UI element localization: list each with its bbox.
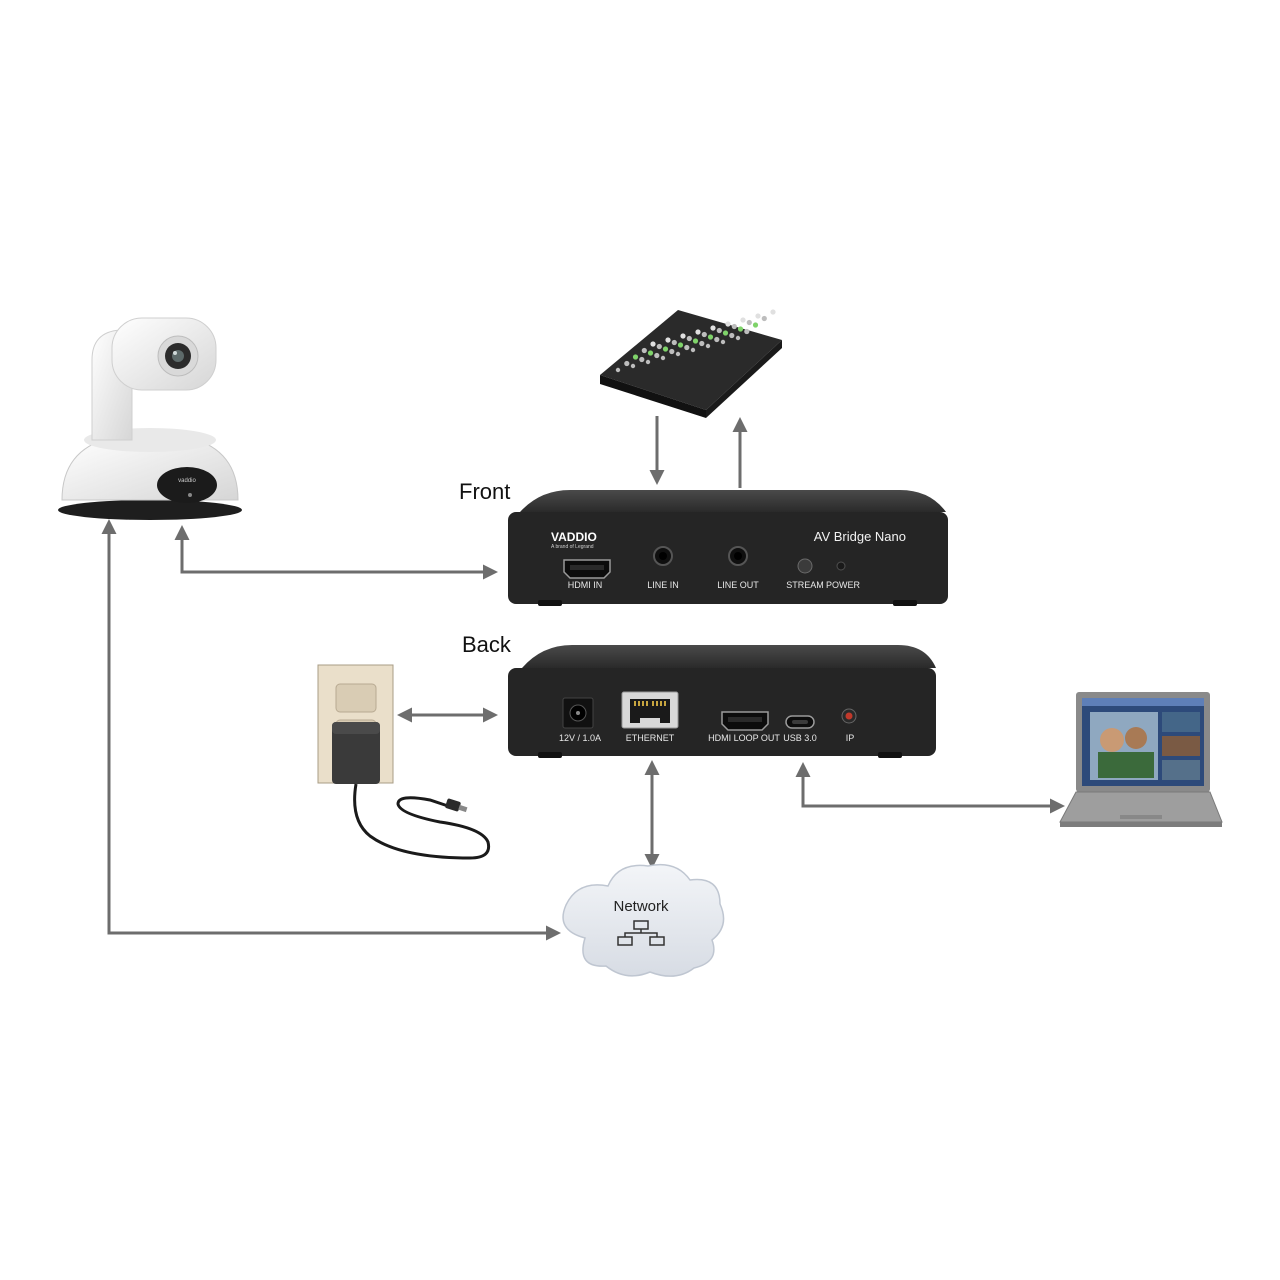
mixer-knob (710, 325, 716, 331)
mixer-knob (699, 340, 705, 347)
mixer-knob (615, 367, 621, 373)
line-out-jack[interactable] (728, 546, 748, 566)
mixer-knob (707, 334, 714, 340)
hdmi-loop-out-port[interactable] (721, 711, 769, 731)
mixer-knob (714, 336, 720, 343)
wall-power-adapter-icon (317, 664, 491, 860)
mixer-knob (647, 350, 654, 356)
model-name: AV Bridge Nano (814, 529, 906, 544)
mixer-knob (686, 335, 692, 342)
line-in-jack[interactable] (653, 546, 673, 566)
camera-to-network-arrow (101, 519, 561, 941)
mixer-knob (641, 347, 647, 354)
mixer-knob (684, 344, 690, 351)
ip-label: IP (846, 733, 855, 743)
back-device-top (522, 645, 936, 668)
mixer-knob (746, 319, 752, 326)
mixer-knob (737, 326, 744, 332)
network-topology-icon (617, 920, 665, 946)
mixer-knob (735, 335, 741, 341)
mixer-knob (755, 313, 761, 319)
stream-button[interactable] (797, 558, 813, 574)
ip-reset-button[interactable] (841, 708, 857, 724)
mixer-knob (671, 339, 677, 346)
line-out-label: LINE OUT (717, 580, 759, 590)
brand-tag: A brand of Legrand (551, 544, 594, 550)
hdmi-in-port[interactable] (563, 559, 611, 579)
mixer-knob (740, 317, 746, 323)
mixer-knob (729, 332, 735, 339)
mixer-knob (632, 354, 639, 360)
mixer-knob (752, 322, 759, 328)
brand-logo: VADDIO (551, 530, 597, 544)
mixer-knob (761, 315, 767, 322)
usb-port[interactable] (785, 715, 815, 729)
mixer-knob (770, 309, 776, 315)
mixer-knob (669, 348, 675, 355)
usb-label: USB 3.0 (783, 733, 817, 743)
mixer-knob (692, 338, 699, 344)
mixer-knob (680, 333, 686, 339)
mixer-knob (675, 351, 681, 357)
mixer-knob (716, 327, 722, 334)
back-label: Back (462, 632, 512, 657)
back-device: Back 12V / 1.0A ETHERNET (462, 632, 936, 758)
svg-text:vaddio: vaddio (178, 478, 196, 484)
camera-to-hdmi-in-arrow (174, 525, 498, 580)
usb-to-laptop-arrow (795, 762, 1065, 814)
mixer-knob (731, 323, 737, 330)
front-label: Front (459, 479, 510, 504)
mixer-knob (650, 341, 656, 347)
mixer-knob (662, 346, 669, 352)
mixer-knob (645, 359, 651, 365)
stream-label: STREAM (786, 580, 824, 590)
mixer-knob (720, 339, 726, 345)
power-label: POWER (826, 580, 861, 590)
dc-power-jack[interactable] (562, 697, 594, 729)
mixer-knob (701, 331, 707, 338)
front-device-panel (508, 512, 948, 604)
ptz-camera-icon: vaddio (58, 317, 242, 520)
mixer-knob (624, 360, 630, 367)
mixer-knob (725, 321, 731, 327)
mixer-knob (705, 343, 711, 349)
ethernet-label: ETHERNET (626, 733, 675, 743)
audio-mixer-icon (600, 309, 782, 418)
laptop-icon (1059, 692, 1223, 827)
front-device: Front VADDIO A brand of Legrand AV Bridg… (459, 479, 948, 606)
mixer-knob (690, 347, 696, 353)
mixer-knob (744, 328, 750, 335)
ethernet-port[interactable] (621, 691, 679, 729)
mixer-knob (695, 329, 701, 335)
connections (101, 416, 1065, 941)
mixer-knob (639, 356, 645, 363)
power-led (836, 561, 846, 571)
mixer-knob (654, 352, 660, 359)
mixer-knob (656, 343, 662, 350)
mixer-knob (677, 342, 684, 348)
dc-label: 12V / 1.0A (559, 733, 601, 743)
mixer-knob (665, 337, 671, 343)
mixer-knob (660, 355, 666, 361)
front-device-top (520, 490, 946, 512)
hdmi-in-label: HDMI IN (568, 580, 603, 590)
network-cloud: Network (562, 863, 725, 977)
mixer-knob (722, 330, 729, 336)
line-in-label: LINE IN (647, 580, 679, 590)
hdmi-loop-out-label: HDMI LOOP OUT (708, 733, 780, 743)
network-label: Network (613, 898, 669, 915)
mixer-knob (630, 363, 636, 369)
